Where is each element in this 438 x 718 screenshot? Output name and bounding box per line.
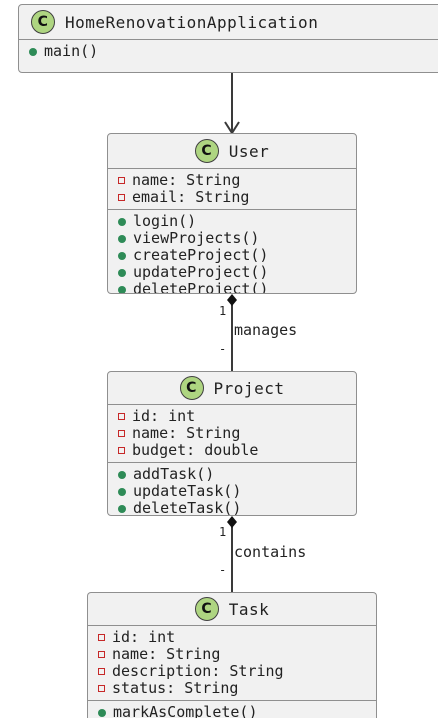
private-field-icon: [118, 413, 125, 420]
methods-section: markAsComplete(): [88, 701, 376, 718]
field-row: email: String: [118, 189, 346, 206]
field-text: budget: double: [132, 441, 259, 459]
class-name: HomeRenovationApplication: [65, 12, 319, 32]
public-method-icon: [118, 504, 126, 513]
field-row: description: String: [98, 663, 366, 680]
field-text: name: String: [132, 171, 241, 189]
class-badge-icon: C: [194, 597, 219, 621]
field-row: name: String: [118, 425, 346, 442]
class-header: C HomeRenovationApplication: [19, 5, 438, 40]
private-field-icon: [98, 651, 105, 658]
method-text: updateTask(): [133, 482, 242, 500]
relation-label-contains: contains: [234, 543, 307, 561]
class-header: C Task: [88, 593, 376, 626]
class-user[interactable]: C User name: String email: String login(…: [107, 133, 357, 294]
method-row: deleteProject(): [118, 280, 346, 294]
method-text: deleteTask(): [133, 499, 242, 516]
fields-section: name: String email: String: [108, 169, 356, 210]
field-text: name: String: [132, 424, 241, 442]
multiplicity-target: -: [219, 342, 227, 356]
method-row: viewProjects(): [118, 230, 346, 247]
method-text: createProject(): [133, 246, 269, 264]
method-row: markAsComplete(): [98, 704, 366, 718]
field-row: status: String: [98, 680, 366, 697]
method-row: createProject(): [118, 247, 346, 264]
field-text: email: String: [132, 188, 250, 206]
public-method-icon: [118, 234, 126, 243]
method-row: updateProject(): [118, 264, 346, 281]
private-field-icon: [118, 177, 125, 184]
field-text: id: int: [112, 628, 176, 646]
method-row: deleteTask(): [118, 499, 346, 516]
field-row: id: int: [118, 408, 346, 425]
method-text: updateProject(): [133, 263, 269, 281]
field-row: budget: double: [118, 442, 346, 459]
field-row: name: String: [118, 172, 346, 189]
public-method-icon: [118, 217, 126, 226]
method-row: login(): [118, 213, 346, 230]
class-header: C User: [108, 134, 356, 169]
class-name: Project: [213, 378, 285, 398]
field-text: id: int: [132, 407, 196, 425]
field-row: name: String: [98, 646, 366, 663]
public-method-icon: [118, 251, 126, 260]
method-text: markAsComplete(): [113, 703, 258, 718]
class-project[interactable]: C Project id: int name: String budget: d…: [107, 371, 357, 516]
field-row: id: int: [98, 629, 366, 646]
private-field-icon: [98, 668, 105, 675]
public-method-icon: [118, 268, 126, 277]
private-field-icon: [118, 194, 125, 201]
methods-section: addTask() updateTask() deleteTask(): [108, 463, 356, 516]
class-badge-icon: C: [194, 139, 219, 163]
class-task[interactable]: C Task id: int name: String description:…: [87, 592, 377, 718]
method-row: main(): [29, 43, 438, 60]
method-text: deleteProject(): [133, 280, 269, 294]
private-field-icon: [118, 447, 125, 454]
method-row: updateTask(): [118, 483, 346, 500]
class-name: Task: [228, 599, 270, 619]
multiplicity-source: 1: [219, 304, 227, 318]
methods-section: login() viewProjects() createProject() u…: [108, 210, 356, 294]
public-method-icon: [118, 470, 126, 479]
multiplicity-target: -: [219, 563, 227, 577]
method-text: viewProjects(): [133, 229, 260, 247]
field-text: status: String: [112, 679, 239, 697]
fields-section: id: int name: String budget: double: [108, 405, 356, 463]
public-method-icon: [118, 487, 126, 496]
private-field-icon: [98, 685, 105, 692]
methods-section: main(): [19, 40, 438, 63]
method-row: addTask(): [118, 466, 346, 483]
method-text: main(): [44, 42, 99, 60]
method-text: login(): [133, 212, 197, 230]
public-method-icon: [118, 285, 126, 293]
composition-diamond-icon: [227, 294, 237, 306]
fields-section: id: int name: String description: String…: [88, 626, 376, 701]
method-text: addTask(): [133, 465, 215, 483]
public-method-icon: [29, 47, 37, 56]
class-badge-icon: C: [31, 10, 55, 34]
field-text: description: String: [112, 662, 284, 680]
class-name: User: [228, 141, 270, 161]
private-field-icon: [118, 430, 125, 437]
field-text: name: String: [112, 645, 221, 663]
private-field-icon: [98, 634, 105, 641]
multiplicity-source: 1: [219, 525, 227, 539]
class-header: C Project: [108, 372, 356, 405]
relation-label-manages: manages: [234, 321, 298, 339]
public-method-icon: [98, 708, 106, 717]
composition-diamond-icon: [227, 516, 237, 528]
class-home-renovation-application[interactable]: C HomeRenovationApplication main(): [18, 4, 438, 73]
class-badge-icon: C: [179, 376, 204, 400]
